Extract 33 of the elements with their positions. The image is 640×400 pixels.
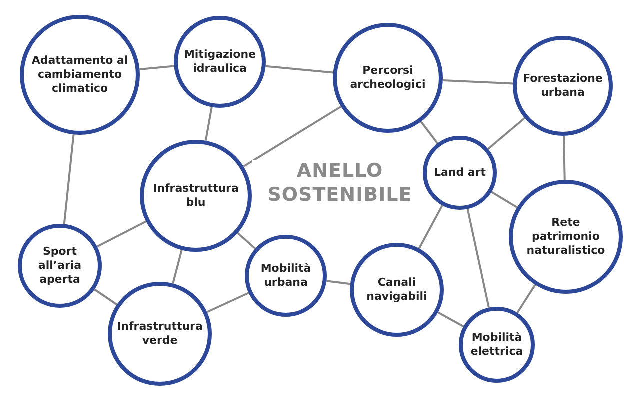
topic-label: Land art bbox=[432, 166, 488, 180]
connector-line bbox=[420, 121, 438, 144]
connector-line bbox=[140, 65, 174, 70]
topic-label: Mobilità elettrica bbox=[470, 330, 524, 360]
connector-line bbox=[442, 80, 514, 85]
connector-line bbox=[491, 191, 518, 208]
connector-line bbox=[418, 205, 444, 250]
connector-line bbox=[172, 250, 183, 284]
connector-line bbox=[237, 232, 256, 250]
connector-line bbox=[204, 107, 213, 142]
connector-line bbox=[266, 65, 334, 74]
topic-label: Mobilità urbana bbox=[260, 262, 312, 290]
connector-line bbox=[466, 208, 490, 308]
connector-line bbox=[243, 106, 342, 168]
connector-line bbox=[94, 288, 118, 306]
connector-line bbox=[488, 118, 526, 150]
topic-label: Forestazione urbana bbox=[522, 72, 604, 100]
connector-line bbox=[63, 134, 75, 224]
connector-line bbox=[326, 280, 350, 286]
topic-label: Infrastruttura verde bbox=[116, 320, 204, 348]
connector-line bbox=[563, 136, 566, 180]
connector-line bbox=[206, 292, 250, 314]
topic-label: Sport all’aria aperta bbox=[37, 244, 83, 288]
topic-label: Canali navigabili bbox=[366, 276, 428, 304]
topic-label: Adattamento al cambiamento climatico bbox=[30, 54, 130, 96]
topic-label: Percorsi archeologici bbox=[349, 64, 427, 92]
topic-label: Mitigazione idraulica bbox=[182, 48, 258, 76]
topic-circle bbox=[423, 136, 497, 210]
connector-line bbox=[96, 220, 147, 248]
topic-label: Rete patrimonio naturalistico bbox=[526, 216, 606, 258]
topic-label: Infrastruttura blu bbox=[152, 182, 240, 210]
connector-line bbox=[516, 284, 536, 314]
connector-line bbox=[438, 312, 464, 328]
